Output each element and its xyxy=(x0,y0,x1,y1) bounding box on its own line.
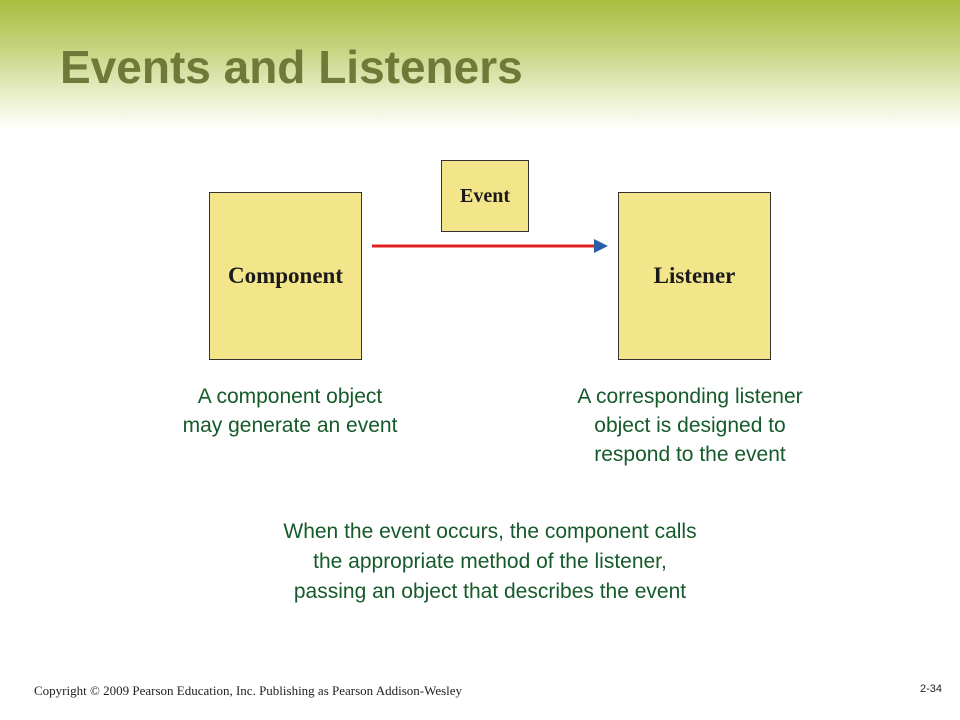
listener-caption-line: A corresponding listener xyxy=(577,385,803,408)
arrow-head xyxy=(594,239,608,253)
summary-caption-line: When the event occurs, the component cal… xyxy=(283,520,697,543)
component-box: Component xyxy=(209,192,362,360)
copyright-notice: Copyright © 2009 Pearson Education, Inc.… xyxy=(34,683,463,698)
slide-title: Events and Listeners xyxy=(60,41,523,93)
listener-caption: A corresponding listener object is desig… xyxy=(510,382,870,469)
component-caption-line: may generate an event xyxy=(182,414,398,437)
event-box: Event xyxy=(441,160,529,232)
listener-caption-line: respond to the event xyxy=(594,443,786,466)
listener-label: Listener xyxy=(653,263,736,288)
component-label: Component xyxy=(227,263,343,288)
component-caption: A component object may generate an event xyxy=(130,382,450,440)
event-arrow xyxy=(372,239,608,253)
summary-caption-line: the appropriate method of the listener, xyxy=(313,550,667,573)
component-caption-line: A component object xyxy=(197,385,383,408)
event-label: Event xyxy=(460,184,510,207)
page-number: 2-34 xyxy=(919,683,942,695)
summary-caption-line: passing an object that describes the eve… xyxy=(293,580,687,603)
listener-box: Listener xyxy=(618,192,771,360)
listener-caption-line: object is designed to xyxy=(594,414,786,437)
summary-caption: When the event occurs, the component cal… xyxy=(160,517,820,607)
header-band xyxy=(0,0,960,130)
